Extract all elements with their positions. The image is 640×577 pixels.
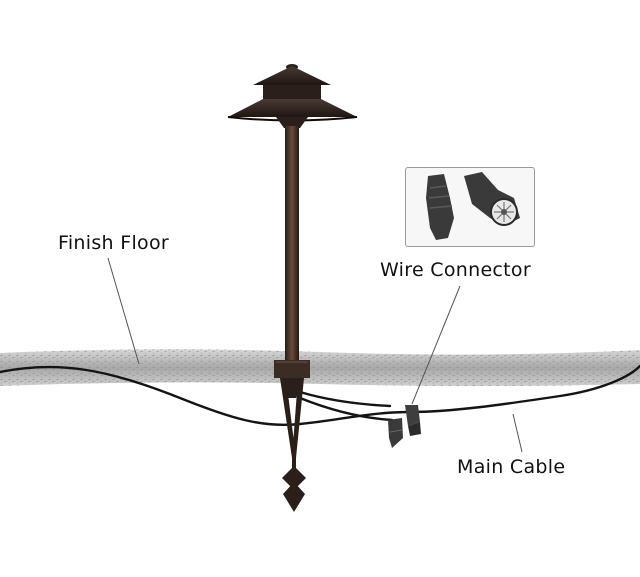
- leader-main-cable: [512, 413, 523, 453]
- wire-connector-label: Wire Connector: [380, 259, 531, 281]
- leader-lines: [107, 257, 523, 453]
- leader-finish-floor: [107, 257, 140, 365]
- path-light-icon: [227, 64, 358, 378]
- finish-floor: [0, 349, 640, 386]
- leader-wire-connector: [411, 285, 461, 405]
- finish-floor-label: Finish Floor: [58, 232, 169, 254]
- ground-stake-icon: [280, 378, 306, 512]
- wire-connector-icon: [388, 405, 421, 448]
- wire-connector-icon: [426, 172, 520, 240]
- main-cable: [0, 364, 640, 427]
- wire-connector-inset: [405, 167, 535, 247]
- main-cable-label: Main Cable: [457, 456, 566, 478]
